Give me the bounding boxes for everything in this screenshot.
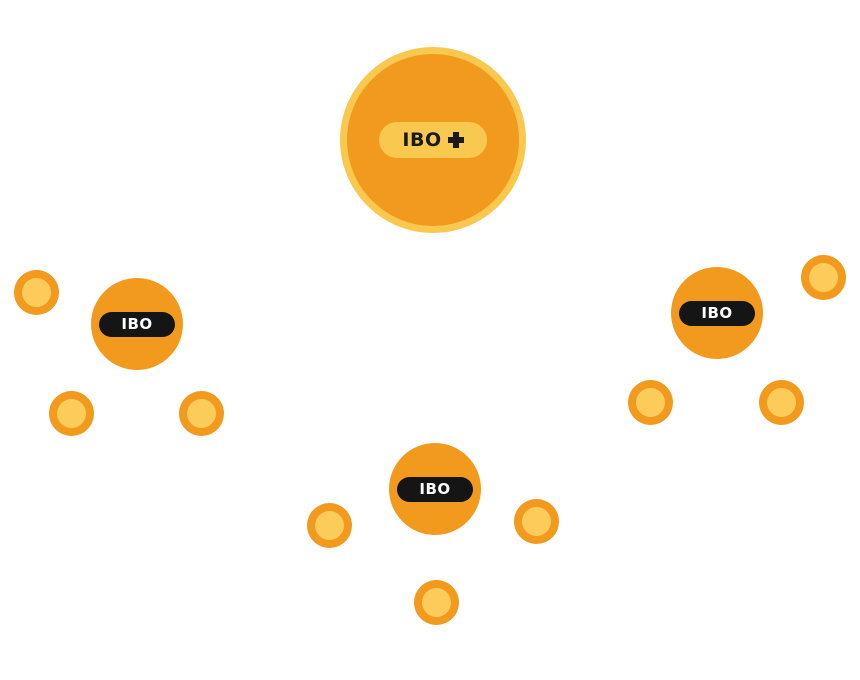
satellite-dot-right-1: [801, 255, 846, 300]
sub-node-left: IBO: [91, 278, 183, 370]
sub-node-bottom-label-pill: IBO: [397, 476, 473, 502]
main-node: IBO: [340, 47, 526, 233]
satellite-dot-bottom-1: [307, 503, 352, 548]
main-node-label-pill: IBO: [379, 122, 487, 158]
sub-node-left-label-pill: IBO: [99, 311, 175, 337]
satellite-dot-bottom-3: [414, 580, 459, 625]
sub-node-right-label-pill: IBO: [679, 300, 755, 326]
satellite-dot-left-3: [179, 391, 224, 436]
sub-node-right: IBO: [671, 267, 763, 359]
main-node-label: IBO: [402, 129, 442, 151]
satellite-dot-right-2: [628, 380, 673, 425]
plus-icon: [447, 132, 464, 148]
sub-node-bottom: IBO: [389, 443, 481, 535]
satellite-dot-bottom-2: [514, 499, 559, 544]
satellite-dot-left-2: [49, 391, 94, 436]
sub-node-bottom-label: IBO: [419, 480, 451, 498]
satellite-dot-left-1: [14, 270, 59, 315]
satellite-dot-right-3: [759, 380, 804, 425]
sub-node-right-label: IBO: [701, 304, 733, 322]
sub-node-left-label: IBO: [121, 315, 153, 333]
